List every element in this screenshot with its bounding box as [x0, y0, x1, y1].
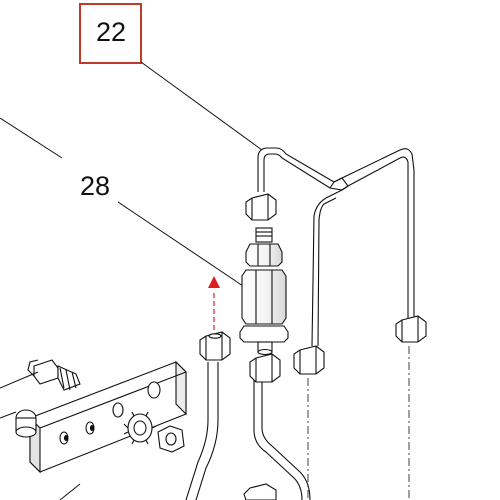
callout-22-label: 22 [96, 17, 126, 47]
hex-nut-icon [157, 425, 185, 453]
assembly-direction-arrow [208, 276, 220, 330]
callout-22-leader-line [140, 61, 263, 151]
mounting-bracket-icon [29, 360, 187, 474]
callout-22-highlight-box [79, 3, 142, 64]
lower-brake-pipe [253, 378, 311, 500]
flare-nut-icon [243, 353, 281, 500]
callout-28-leader-line [117, 201, 247, 289]
left-leader-lines [0, 371, 81, 500]
pressure-switch-icon [239, 227, 289, 356]
left-brake-pipe [185, 362, 219, 500]
upper-leader-line [0, 117, 63, 159]
flare-nut-icon [199, 331, 231, 361]
bushing-icon [15, 409, 37, 438]
assembly-center-lines [307, 346, 410, 500]
lock-washer-icon [123, 411, 157, 445]
callout-28-label: 28 [80, 171, 110, 201]
threaded-connector-icon [27, 359, 81, 391]
flare-nut-icon [245, 193, 427, 375]
brake-pipe-icon [257, 147, 415, 347]
